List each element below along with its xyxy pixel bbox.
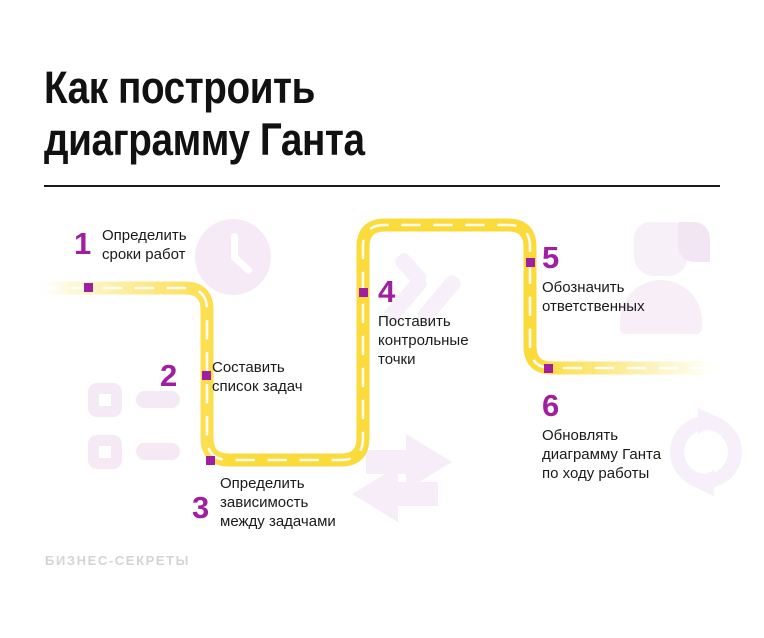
step-number: 3 xyxy=(192,490,210,525)
person-icon xyxy=(612,222,710,334)
step-number: 2 xyxy=(160,358,178,393)
step-marker-2 xyxy=(202,371,211,380)
step-number: 5 xyxy=(542,240,560,275)
clock-hand-minute xyxy=(231,233,238,259)
checklist-box xyxy=(88,383,122,417)
step-label: Составить список задач xyxy=(212,359,303,395)
step-label: Обозначить ответственных xyxy=(542,279,645,315)
refresh-icon xyxy=(658,404,754,500)
checklist-icon xyxy=(88,383,198,469)
checklist-bar xyxy=(136,443,180,460)
checklist-bar xyxy=(136,391,180,408)
step-marker-6 xyxy=(544,364,553,373)
clock-icon xyxy=(195,219,271,295)
step-label: Обновлять диаграмму Ганта по ходу работы xyxy=(542,427,662,482)
step-number: 1 xyxy=(74,226,92,261)
brand-watermark: БИЗНЕС-СЕКРЕТЫ xyxy=(45,553,191,568)
title-divider xyxy=(44,185,720,187)
step-marker-5 xyxy=(526,258,535,267)
person-head xyxy=(634,222,710,276)
step-label: Определить сроки работ xyxy=(102,227,187,263)
step-number: 4 xyxy=(378,274,396,309)
step-marker-3 xyxy=(206,456,215,465)
step-label: Определить зависимость между задачами xyxy=(220,475,336,530)
checklist-box xyxy=(88,435,122,469)
step-marker-1 xyxy=(84,283,93,292)
page-title: Как построить диаграмму Ганта xyxy=(44,62,365,165)
person-head-highlight xyxy=(678,222,710,262)
exchange-arrows-icon xyxy=(348,432,456,524)
step-label: Поставить контрольные точки xyxy=(378,313,469,368)
step-marker-4 xyxy=(359,288,368,297)
step-number: 6 xyxy=(542,388,560,423)
